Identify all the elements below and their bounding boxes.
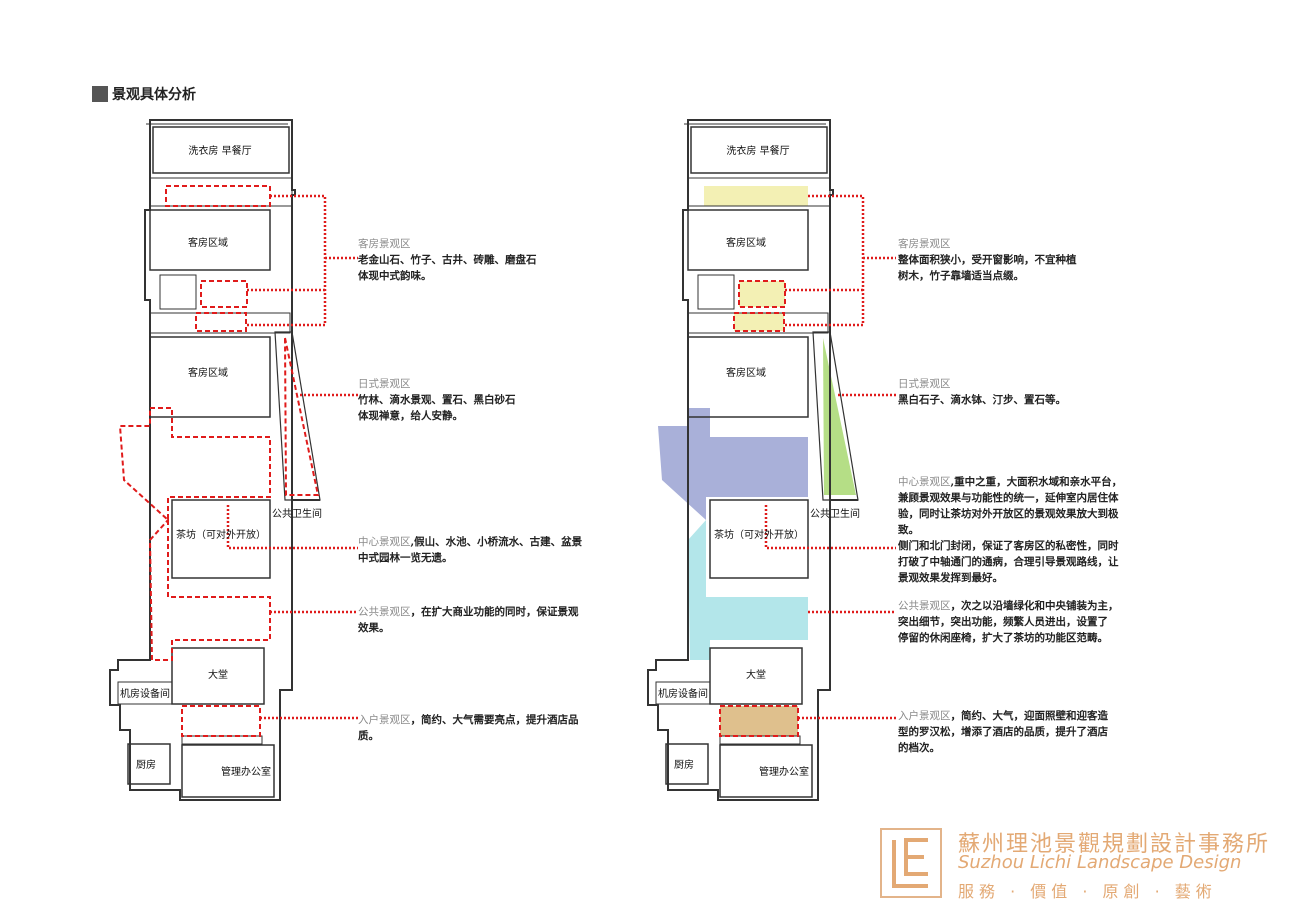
right-plan: 洗衣房 早餐厅 客房区域 客房区域 公共卫生间 茶坊（可对外开放） 大堂 机房设… (647, 119, 896, 801)
left-note-central-body: ,假山、水池、小桥流水、古建、盆景 中式园林一览无遗。 (358, 536, 583, 564)
left-zone-guest-c (195, 312, 247, 332)
right-note-central: 中心景观区,重中之重，大面积水域和亲水平台， 兼顾景观效果与功能性的统一，延伸室… (898, 474, 1188, 586)
left-note-guest-body: 老金山石、竹子、古井、砖雕、磨盘石 体现中式韵味。 (358, 254, 537, 282)
left-room-teahouse: 茶坊（可对外开放） (176, 528, 266, 541)
right-note-central-title: 中心景观区 (898, 476, 951, 488)
logo-mark-icon (880, 828, 942, 898)
left-room-machine: 机房设备间 (120, 687, 170, 700)
left-note-guest: 客房景观区 老金山石、竹子、古井、砖雕、磨盘石 体现中式韵味。 (358, 236, 628, 284)
left-note-central: 中心景观区,假山、水池、小桥流水、古建、盆景 中式园林一览无遗。 (358, 534, 628, 566)
right-fill-guest-a (704, 186, 808, 206)
right-room-public-wc: 公共卫生间 (810, 507, 860, 520)
right-note-entry-body: ，简约、大气，迎面照壁和迎客造 型的罗汉松，增添了酒店的品质，提升了酒店 的档次… (898, 710, 1108, 754)
left-room-guest2: 客房区域 (188, 366, 228, 379)
left-note-japanese: 日式景观区 竹林、滴水景观、置石、黑白砂石 体现禅意，给人安静。 (358, 376, 628, 424)
right-note-guest-body: 整体面积狭小，受开窗影响，不宜种植 树木，竹子靠墙适当点缀。 (898, 254, 1077, 282)
right-note-central-body: ,重中之重，大面积水域和亲水平台， 兼顾景观效果与功能性的统一，延伸室内居住体 … (898, 476, 1123, 584)
right-fill-central (658, 408, 808, 520)
left-plan: 洗衣房 早餐厅 客房区域 客房区域 公共卫生间 茶坊（可对外开放） 大堂 机房设… (109, 119, 358, 801)
left-zone-guest-b (200, 280, 248, 308)
left-zone-central (118, 407, 271, 523)
left-note-central-title: 中心景观区 (358, 536, 411, 548)
right-fill-guest-b (739, 281, 785, 307)
right-note-japanese-body: 黑白石子、滴水钵、汀步、置石等。 (898, 394, 1066, 406)
right-note-entry-title: 入户景观区 (898, 710, 951, 722)
left-room-laundry: 洗衣房 早餐厅 (188, 144, 251, 157)
page-heading: 景观具体分析 (92, 84, 196, 104)
left-room-office: 管理办公室 (221, 765, 271, 778)
left-note-japanese-body: 竹林、滴水景观、置石、黑白砂石 体现禅意，给人安静。 (358, 394, 516, 422)
logo-name-cn: 蘇州理池景觀規劃設計事務所 (958, 832, 1271, 857)
right-fill-public (688, 520, 808, 660)
right-room-machine: 机房设备间 (658, 687, 708, 700)
right-room-guest2: 客房区域 (726, 366, 766, 379)
right-note-guest-title: 客房景观区 (898, 238, 951, 250)
left-room-kitchen: 厨房 (136, 758, 156, 771)
right-room-guest1: 客房区域 (726, 236, 766, 249)
left-note-entry-body: ，简约、大气需要亮点，提升酒店品 质。 (358, 714, 579, 742)
right-room-teahouse: 茶坊（可对外开放） (714, 528, 804, 541)
left-note-guest-title: 客房景观区 (358, 238, 411, 250)
right-room-kitchen: 厨房 (674, 758, 694, 771)
left-zone-guest-a (165, 185, 271, 207)
logo-name-en: Suzhou Lichi Landscape Design (958, 852, 1242, 873)
left-zone-entry (181, 705, 261, 737)
left-note-entry: 入户景观区，简约、大气需要亮点，提升酒店品 质。 (358, 712, 628, 744)
right-note-entry: 入户景观区，简约、大气，迎面照壁和迎客造 型的罗汉松，增添了酒店的品质，提升了酒… (898, 708, 1188, 756)
right-note-public-title: 公共景观区 (898, 600, 951, 612)
left-note-public-title: 公共景观区 (358, 606, 411, 618)
right-note-japanese: 日式景观区 黑白石子、滴水钵、汀步、置石等。 (898, 376, 1178, 408)
left-zone-public (148, 517, 271, 661)
left-zone-japanese (284, 337, 320, 496)
left-note-public: 公共景观区，在扩大商业功能的同时，保证景观 效果。 (358, 604, 628, 636)
left-note-entry-title: 入户景观区 (358, 714, 411, 726)
right-fill-guest-c (734, 313, 784, 331)
right-note-japanese-title: 日式景观区 (898, 378, 951, 390)
right-fill-japanese (823, 338, 856, 495)
page-title: 景观具体分析 (112, 87, 196, 103)
company-logo: 蘇州理池景觀規劃設計事務所 Suzhou Lichi Landscape Des… (880, 826, 1280, 902)
right-fill-entry (720, 706, 798, 736)
right-note-public: 公共景观区，次之以沿墙绿化和中央铺装为主， 突出细节，突出功能，频繁人员进出，设… (898, 598, 1188, 646)
heading-square-icon (92, 86, 108, 102)
right-room-office: 管理办公室 (759, 765, 809, 778)
right-room-lobby: 大堂 (746, 668, 766, 681)
right-note-guest: 客房景观区 整体面积狭小，受开窗影响，不宜种植 树木，竹子靠墙适当点缀。 (898, 236, 1178, 284)
left-note-japanese-title: 日式景观区 (358, 378, 411, 390)
logo-slogan: 服務 · 價值 · 原創 · 藝術 (958, 882, 1217, 901)
right-room-laundry: 洗衣房 早餐厅 (726, 144, 789, 157)
left-room-public-wc: 公共卫生间 (272, 507, 322, 520)
left-room-guest1: 客房区域 (188, 236, 228, 249)
right-note-public-body: ，次之以沿墙绿化和中央铺装为主， 突出细节，突出功能，频繁人员进出，设置了 停留… (898, 600, 1119, 644)
left-room-lobby: 大堂 (208, 668, 228, 681)
left-note-public-body: ，在扩大商业功能的同时，保证景观 效果。 (358, 606, 579, 634)
